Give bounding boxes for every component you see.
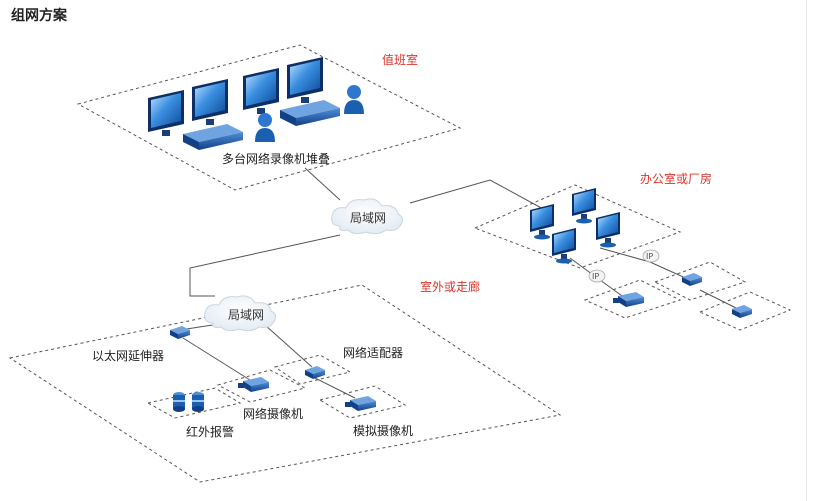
- analog-camera-label: 模拟摄像机: [353, 423, 413, 438]
- ir-alarm-label: 红外报警: [186, 424, 234, 439]
- ethernet-extender-label: 以太网延伸器: [92, 348, 164, 363]
- ir-sensor-icon: [192, 392, 204, 412]
- zone-duty-room: [76, 44, 462, 191]
- nvr-stack-label: 多台网络录像机堆叠: [222, 151, 330, 166]
- zone-label-office: 办公室或厂房: [640, 171, 712, 186]
- office-monitors: [530, 188, 620, 264]
- extender-icon: [170, 326, 190, 339]
- monitor-icon: [596, 212, 620, 248]
- zone-network-adapter: [273, 354, 352, 385]
- network-camera-label: 网络摄像机: [243, 406, 303, 421]
- svg-text:IP: IP: [646, 252, 653, 261]
- zone-network-camera: [216, 369, 307, 403]
- zone-label-duty-room: 值班室: [382, 52, 418, 67]
- nvr-icon: [183, 124, 243, 150]
- zone-office-cam2: [653, 261, 747, 301]
- ip-badge: IP: [588, 269, 606, 283]
- nvr-icon: [280, 100, 340, 126]
- camera-icon: [682, 273, 702, 286]
- camera-icon: [613, 292, 644, 307]
- lan-cloud-bottom: 局域网: [204, 295, 277, 332]
- zone-label-outdoor: 室外或走廊: [420, 279, 480, 294]
- page-title: 组网方案: [11, 8, 67, 24]
- zone-office-cam1: [583, 279, 682, 319]
- monitor-icon: [287, 57, 323, 103]
- network-adapter-label: 网络适配器: [343, 345, 403, 360]
- monitor-icon: [243, 68, 279, 114]
- monitor-icon: [572, 188, 596, 224]
- lan-cloud-top: 局域网: [331, 198, 404, 235]
- monitor-icon: [192, 79, 228, 125]
- zone-office-cam3: [698, 291, 792, 331]
- ip-badge: IP: [642, 249, 660, 263]
- zone-office: [473, 184, 682, 269]
- duty-monitors: [148, 57, 364, 150]
- lan-top-label: 局域网: [350, 211, 386, 225]
- zone-ir-alarm: [146, 387, 242, 419]
- person-icon: [344, 85, 364, 114]
- network-camera-icon: [238, 377, 269, 392]
- divider: [806, 0, 807, 501]
- zone-outdoor: [8, 284, 562, 483]
- lan-bottom-label: 局域网: [228, 308, 264, 322]
- monitor-icon: [530, 204, 554, 240]
- adapter-icon: [305, 366, 325, 379]
- svg-text:IP: IP: [592, 272, 599, 281]
- analog-camera-icon: [345, 396, 376, 411]
- zone-borders: [8, 44, 792, 483]
- zone-analog-camera: [318, 385, 407, 419]
- person-icon: [255, 113, 275, 142]
- monitor-icon: [148, 90, 184, 136]
- ir-sensor-icon: [173, 392, 185, 412]
